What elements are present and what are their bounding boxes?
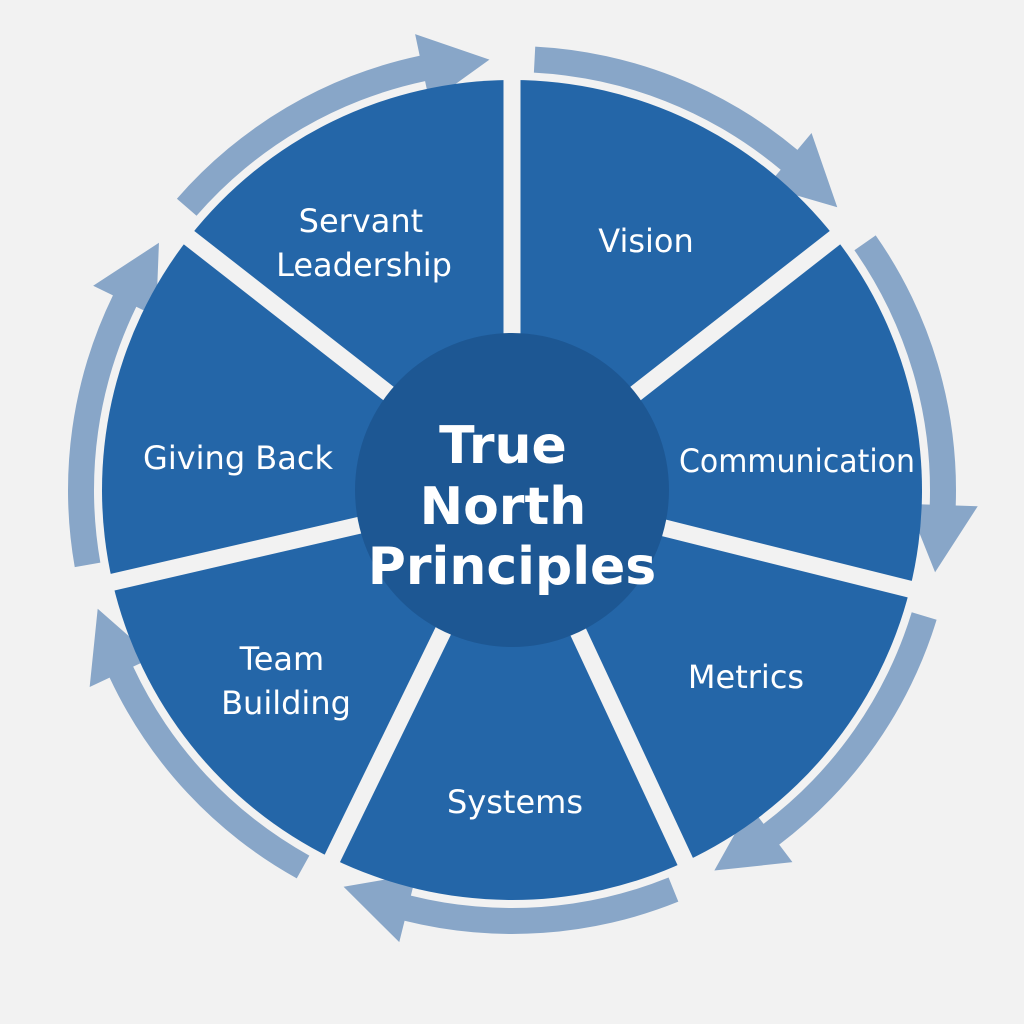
- segment-label-team-building: Team Building: [221, 640, 351, 722]
- segment-label-systems: Systems: [447, 783, 583, 821]
- segment-label-systems-line-1: Systems: [447, 783, 583, 821]
- segment-label-giving-back-line-1: Giving Back: [143, 439, 333, 477]
- cycle-arrow-systems: [89, 608, 310, 879]
- segment-label-team-building-line-1: Team: [239, 640, 325, 678]
- segment-dividers: [59, 28, 963, 913]
- cycle-arrow-communication: [714, 612, 937, 871]
- cycle-arrow-giving-back: [176, 34, 490, 216]
- segment-label-metrics: Metrics: [688, 658, 804, 696]
- segment-divider: [301, 621, 454, 909]
- segment-label-servant-leadership-line-2: Leadership: [276, 246, 452, 284]
- segment-divider: [624, 198, 882, 405]
- center-title: True North Principles: [368, 416, 657, 597]
- segment-label-team-building-line-2: Building: [221, 684, 351, 722]
- segment-divider: [142, 198, 400, 405]
- segment-label-vision-line-1: Vision: [598, 222, 694, 260]
- segment-divider: [567, 622, 715, 913]
- segment-label-servant-leadership-line-1: Servant: [299, 202, 424, 240]
- segment-label-vision: Vision: [598, 222, 694, 260]
- center-title-line-3: Principles: [368, 537, 657, 597]
- segment-label-communication-line-1: Communication: [679, 442, 915, 480]
- center-hub: [355, 333, 669, 647]
- center-title-line-1: True: [439, 416, 567, 476]
- cycle-arrow-ring: [68, 34, 978, 943]
- segment-label-communication: Communication: [679, 442, 915, 480]
- segment-label-servant-leadership: Servant Leadership: [276, 202, 452, 284]
- cycle-arrow-metrics: [343, 874, 679, 943]
- segment-label-metrics-line-1: Metrics: [688, 658, 804, 696]
- segment-label-giving-back: Giving Back: [143, 439, 333, 477]
- cycle-arrow-servant-leadership: [533, 46, 838, 208]
- cycle-arrow-team-building: [68, 242, 159, 568]
- segment-wedge-metrics: [332, 490, 686, 901]
- cycle-arrow-vision: [854, 235, 978, 573]
- segment-divider: [655, 518, 963, 611]
- center-title-line-2: North: [420, 477, 587, 537]
- segment-divider: [59, 515, 368, 603]
